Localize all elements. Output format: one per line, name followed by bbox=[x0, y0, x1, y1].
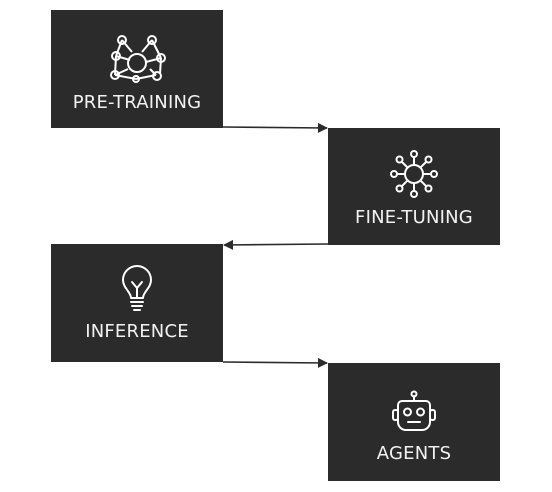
node-label: PRE-TRAINING bbox=[72, 92, 202, 113]
node-fine-tuning: FINE-TUNING bbox=[328, 128, 500, 245]
lightbulb-icon bbox=[122, 265, 152, 311]
node-label: FINE-TUNING bbox=[355, 207, 473, 228]
edge-pre-training-to-fine-tuning bbox=[222, 122, 328, 133]
node-agents: AGENTS bbox=[328, 363, 500, 481]
node-label: INFERENCE bbox=[85, 321, 189, 342]
edge-inference-to-agents bbox=[222, 357, 328, 368]
network-icon bbox=[110, 35, 166, 83]
edge-fine-tuning-to-inference bbox=[223, 239, 329, 250]
hub-icon bbox=[390, 150, 438, 198]
robot-icon bbox=[392, 390, 436, 431]
node-pre-training: PRE-TRAINING bbox=[51, 10, 223, 128]
node-inference: INFERENCE bbox=[51, 244, 223, 362]
node-label: AGENTS bbox=[376, 443, 452, 464]
